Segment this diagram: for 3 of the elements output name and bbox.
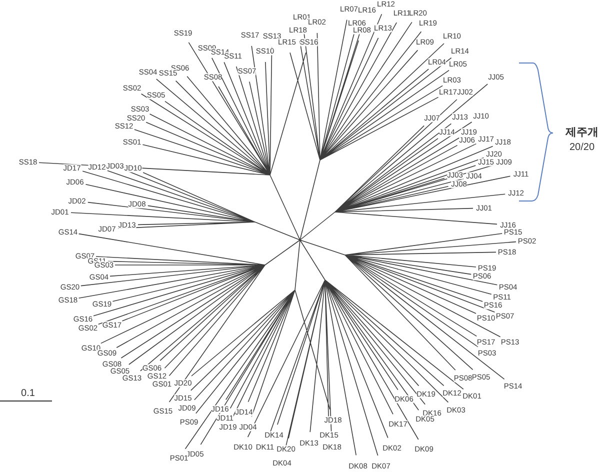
scale-value: 0.1 (21, 389, 35, 399)
group-count: 20/20 (569, 143, 595, 153)
group-label: 제주개 (566, 128, 598, 138)
